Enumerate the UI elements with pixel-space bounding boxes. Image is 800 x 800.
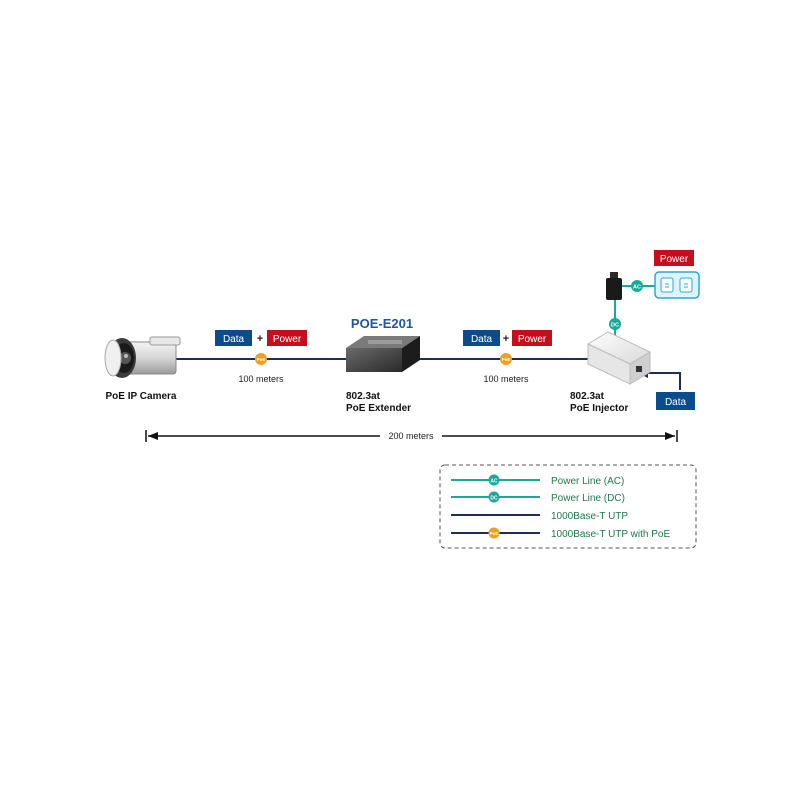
data-tag-right-text: Data [471, 334, 493, 345]
plus-sign-right: + [503, 333, 509, 345]
legend: AC Power Line (AC) DC Power Line (DC) 10… [439, 464, 697, 549]
legend-poe-badge: PoE [490, 531, 499, 536]
total-distance-dimension [145, 430, 678, 442]
data-tag-left-text: Data [223, 334, 245, 345]
injector-label-line1: 802.3at [570, 391, 605, 402]
distance-total: 200 meters [388, 431, 434, 441]
legend-label-dc: Power Line (DC) [551, 493, 625, 504]
distance-left: 100 meters [238, 374, 284, 384]
wall-outlet-icon [654, 271, 700, 299]
legend-label-ac: Power Line (AC) [551, 476, 624, 487]
legend-ac-badge: AC [490, 478, 498, 484]
extender-icon [346, 336, 420, 372]
data-tag-right [463, 330, 500, 346]
data-tag-input-text: Data [665, 397, 687, 408]
ac-badge [631, 280, 643, 292]
poe-badge-right-text: PoE [502, 357, 511, 362]
dc-badge-text: DC [611, 323, 619, 329]
camera-icon [104, 336, 181, 378]
power-tag-right [512, 330, 552, 346]
extender-label-line1: 802.3at [346, 391, 381, 402]
power-tag-left [267, 330, 307, 346]
legend-dc-badge: DC [490, 495, 498, 501]
distance-right: 100 meters [483, 374, 529, 384]
data-tag-input [656, 392, 695, 410]
power-tag-right-text: Power [518, 334, 547, 345]
camera-label: PoE IP Camera [106, 391, 177, 402]
poe-badge-left-text: PoE [257, 357, 266, 362]
power-tag-left-text: Power [273, 334, 302, 345]
poe-badge-right [500, 353, 512, 365]
poe-badge-left [255, 353, 267, 365]
data-tag-left [215, 330, 252, 346]
injector-label-line2: PoE Injector [570, 403, 628, 414]
dc-badge [609, 318, 621, 330]
legend-label-utp-poe: 1000Base-T UTP with PoE [551, 529, 670, 540]
plus-sign-left: + [257, 333, 263, 345]
data-input-line [640, 372, 681, 390]
injector-icon [586, 331, 652, 385]
extender-title: POE-E201 [351, 316, 413, 331]
outlet-power-tag-text: Power [660, 254, 689, 265]
outlet-power-tag [654, 250, 694, 266]
legend-label-utp: 1000Base-T UTP [551, 511, 628, 522]
power-adapter-icon [606, 272, 622, 300]
extender-label-line2: PoE Extender [346, 403, 411, 414]
ac-badge-text: AC [633, 285, 641, 291]
